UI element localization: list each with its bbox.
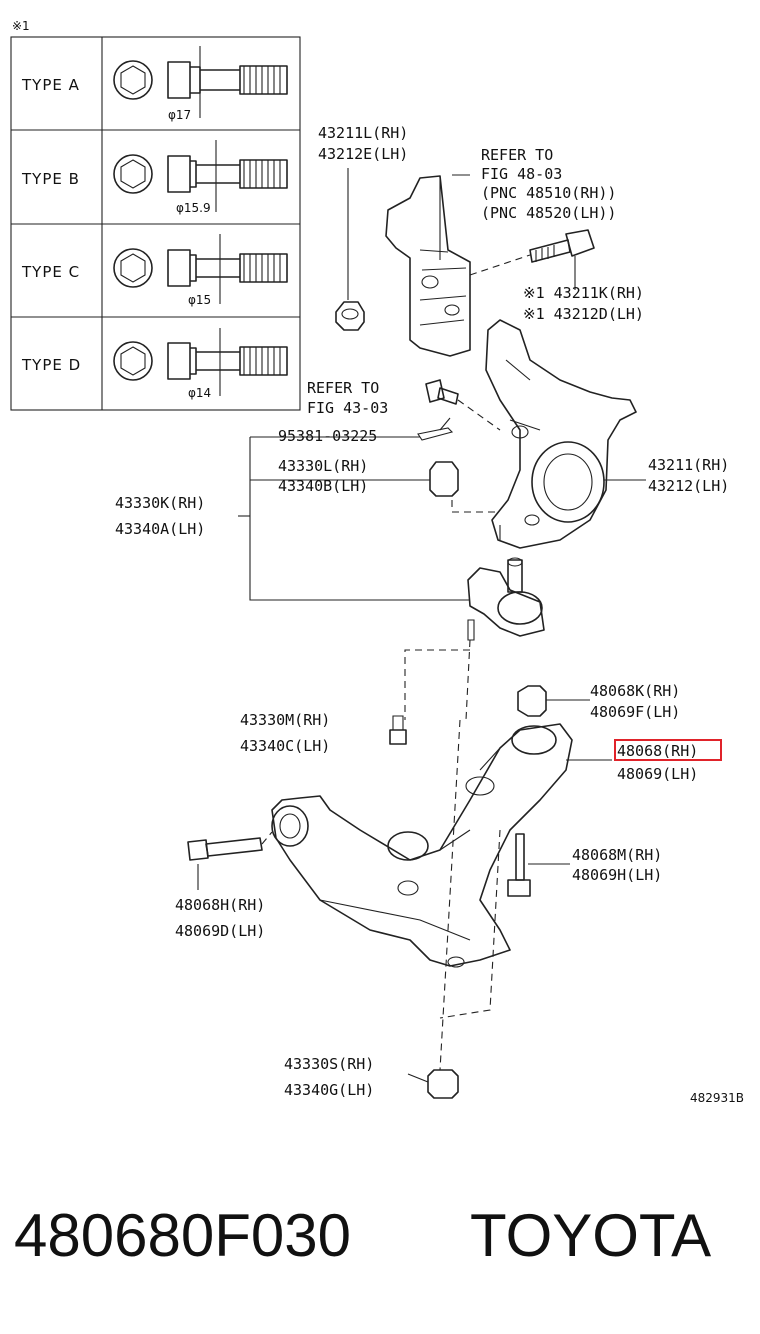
label-43340G: 43340G(LH)	[284, 1081, 374, 1099]
label-48068H: 48068H(RH)	[175, 896, 265, 914]
label-43340B: 43340B(LH)	[278, 477, 368, 495]
label-refer-48-line4: (PNC 48520(LH))	[481, 204, 616, 222]
hub-bolt-type-table: TYPE A TYPE B TYPE C TYPE D φ17 φ15.9	[10, 36, 301, 411]
label-43330M: 43330M(RH)	[240, 711, 330, 729]
label-refer-48-line2: FIG 48-03	[481, 165, 562, 183]
camber-bolt-drawing	[529, 229, 595, 263]
label-43212D: ※1 43212D(LH)	[523, 305, 644, 323]
label-48069D: 48069D(LH)	[175, 922, 265, 940]
type-d-bolt-icon	[113, 328, 288, 396]
arm-nut-top-drawing	[517, 685, 547, 717]
type-c-diameter: φ15	[188, 293, 211, 307]
figure-number: 482931B	[690, 1091, 744, 1105]
label-43340A: 43340A(LH)	[115, 520, 205, 538]
label-refer-48-line1: REFER TO	[481, 146, 553, 164]
strut-bracket-drawing	[385, 175, 471, 357]
bolt-48068m-drawing	[507, 833, 531, 897]
label-refer-48-line3: (PNC 48510(RH))	[481, 184, 616, 202]
label-48069F: 48069F(LH)	[590, 703, 680, 721]
label-43340C: 43340C(LH)	[240, 737, 330, 755]
highlight-box	[614, 739, 722, 761]
type-d-label: TYPE D	[21, 356, 81, 374]
steering-knuckle-drawing	[485, 319, 637, 549]
label-43212: 43212(LH)	[648, 477, 729, 495]
label-48068-highlighted: 48068(RH)	[617, 742, 698, 760]
label-43211K: ※1 43211K(RH)	[523, 284, 644, 302]
type-c-bolt-icon	[113, 234, 288, 304]
label-48069: 48069(LH)	[617, 765, 698, 783]
brand-name: TOYOTA	[470, 1202, 711, 1269]
label-48069H: 48069H(LH)	[572, 866, 662, 884]
castle-nut-drawing	[429, 461, 459, 497]
label-refer-43-line1: REFER TO	[307, 379, 379, 397]
label-48068M: 48068M(RH)	[572, 846, 662, 864]
ball-joint-drawing	[467, 557, 545, 641]
type-b-bolt-icon	[113, 140, 288, 212]
label-43212E: 43212E(LH)	[318, 145, 408, 163]
note-mark: ※1	[12, 19, 30, 33]
label-43211: 43211(RH)	[648, 456, 729, 474]
label-48068K: 48068K(RH)	[590, 682, 680, 700]
bolt-48068h-drawing	[187, 837, 263, 861]
type-c-label: TYPE C	[21, 263, 80, 281]
type-b-label: TYPE B	[21, 170, 80, 188]
label-43330S: 43330S(RH)	[284, 1055, 374, 1073]
cotter-pin-drawing	[417, 417, 454, 441]
nut-43330s-drawing	[427, 1069, 459, 1099]
part-number: 480680F030	[14, 1202, 351, 1269]
type-a-diameter: φ17	[168, 108, 191, 122]
label-95381: 95381-03225	[278, 427, 377, 445]
type-a-bolt-icon	[113, 46, 288, 118]
label-43330K: 43330K(RH)	[115, 494, 205, 512]
type-d-diameter: φ14	[188, 386, 211, 400]
type-a-label: TYPE A	[21, 76, 80, 94]
type-b-diameter: φ15.9	[176, 201, 211, 215]
lower-control-arm-drawing	[271, 723, 573, 968]
label-43211L: 43211L(RH)	[318, 124, 408, 142]
bolt-43330m-drawing	[389, 715, 407, 745]
label-refer-43-line2: FIG 43-03	[307, 399, 388, 417]
label-43330L: 43330L(RH)	[278, 457, 368, 475]
flange-nut-drawing	[335, 301, 365, 331]
knuckle-bolt-drawing	[425, 379, 459, 405]
